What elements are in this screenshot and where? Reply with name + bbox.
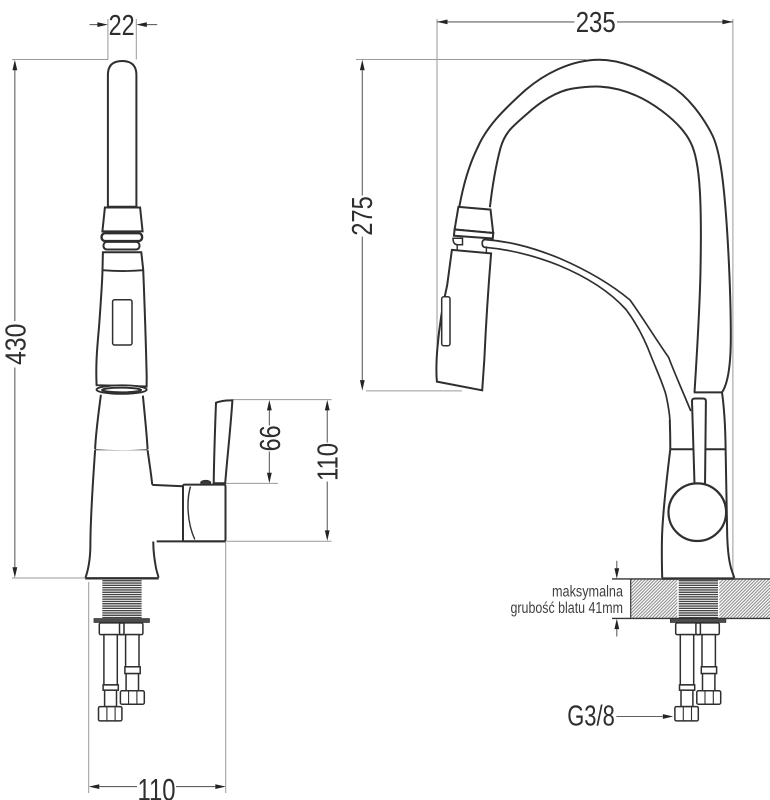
svg-text:G3/8: G3/8	[567, 701, 615, 733]
svg-text:110: 110	[138, 772, 176, 800]
svg-text:22: 22	[109, 10, 135, 42]
svg-text:430: 430	[0, 324, 32, 366]
svg-text:maksymalna: maksymalna	[552, 584, 623, 601]
svg-text:275: 275	[347, 196, 379, 236]
svg-text:110: 110	[313, 443, 345, 481]
svg-text:66: 66	[255, 425, 287, 451]
svg-text:grubość blatu 41mm: grubość blatu 41mm	[511, 600, 624, 617]
svg-text:235: 235	[576, 7, 616, 39]
